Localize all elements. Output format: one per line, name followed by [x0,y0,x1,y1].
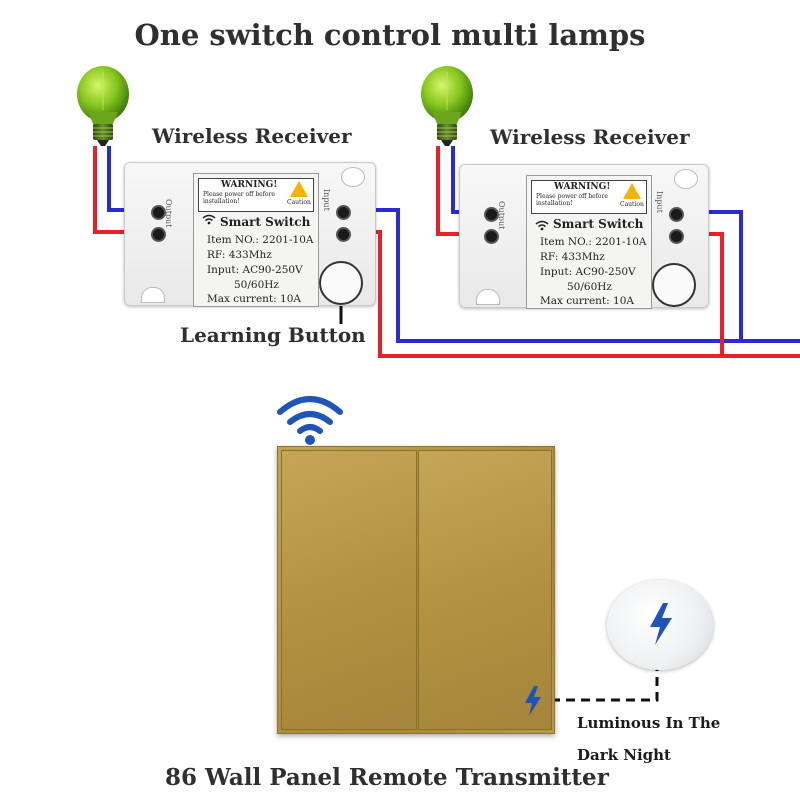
brand-name: Smart Switch [553,217,644,231]
max-current: Max current: 10A [207,293,301,305]
terminal-screw [151,205,166,220]
mount-hole [341,167,365,187]
terminal-screw [484,229,499,244]
mains-frequency: 50/60Hz [234,279,279,291]
luminous-caption-line1: Luminous In The [577,714,721,732]
learning-button[interactable] [319,261,363,305]
learning-button[interactable] [652,263,696,307]
output-side-label: Output [164,199,173,228]
light-bulb-icon [77,66,129,146]
terminal-screw [669,207,684,222]
wifi-small-icon [202,214,216,228]
wireless-receiver-module: Output Input WARNING! Please power off b… [459,164,709,309]
light-bulb-icon [421,66,473,146]
wifi-icon [277,394,343,446]
terminal-screw [336,227,351,242]
input-side-label: Input [322,189,331,211]
mount-hole [141,287,165,303]
input-voltage: Input: AC90-250V [540,266,636,278]
warning-box: WARNING! Please power off before install… [531,180,647,214]
wireless-receiver-module: Output Input WARNING! Please power off b… [124,162,376,307]
mount-hole [476,289,500,305]
output-side-label: Output [497,201,506,230]
receiver-label: Wireless Receiver [152,124,352,148]
caution-text: Caution [287,199,311,206]
warning-title: WARNING! [554,182,611,192]
caution-text: Caution [620,201,644,208]
learning-button-label: Learning Button [180,323,366,347]
input-side-label: Input [655,191,664,213]
terminal-screw [151,227,166,242]
receiver-label: Wireless Receiver [490,125,690,149]
item-number: Item NO.: 2201-10A [540,236,647,248]
item-number: Item NO.: 2201-10A [207,234,314,246]
spec-label: WARNING! Please power off before install… [193,173,319,307]
footer-caption: 86 Wall Panel Remote Transmitter [165,764,609,791]
warning-title: WARNING! [221,180,278,190]
luminous-connector [551,660,659,702]
lightning-bolt-icon [522,685,544,717]
max-current: Max current: 10A [540,295,634,307]
warning-triangle-icon [290,181,308,197]
terminal-screw [336,205,351,220]
warning-text: Please power off before installation! [203,191,275,205]
input-voltage: Input: AC90-250V [207,264,303,276]
left-rocker-switch[interactable] [281,450,417,730]
warning-box: WARNING! Please power off before install… [198,178,314,212]
brand-name: Smart Switch [220,215,311,229]
wall-panel-transmitter [277,446,555,734]
warning-triangle-icon [623,183,641,199]
mains-frequency: 50/60Hz [567,281,612,293]
lightning-bolt-icon [647,602,675,646]
rf-frequency: RF: 433Mhz [207,249,272,261]
terminal-screw [484,207,499,222]
luminous-closeup [607,580,713,670]
luminous-caption-line2: Dark Night [577,746,671,764]
rf-frequency: RF: 433Mhz [540,251,605,263]
page-title: One switch control multi lamps [134,18,646,52]
spec-label: WARNING! Please power off before install… [526,175,652,309]
warning-text: Please power off before installation! [536,193,608,207]
mount-hole [674,169,698,189]
terminal-screw [669,229,684,244]
wifi-small-icon [535,216,549,235]
right-rocker-switch[interactable] [418,450,552,730]
